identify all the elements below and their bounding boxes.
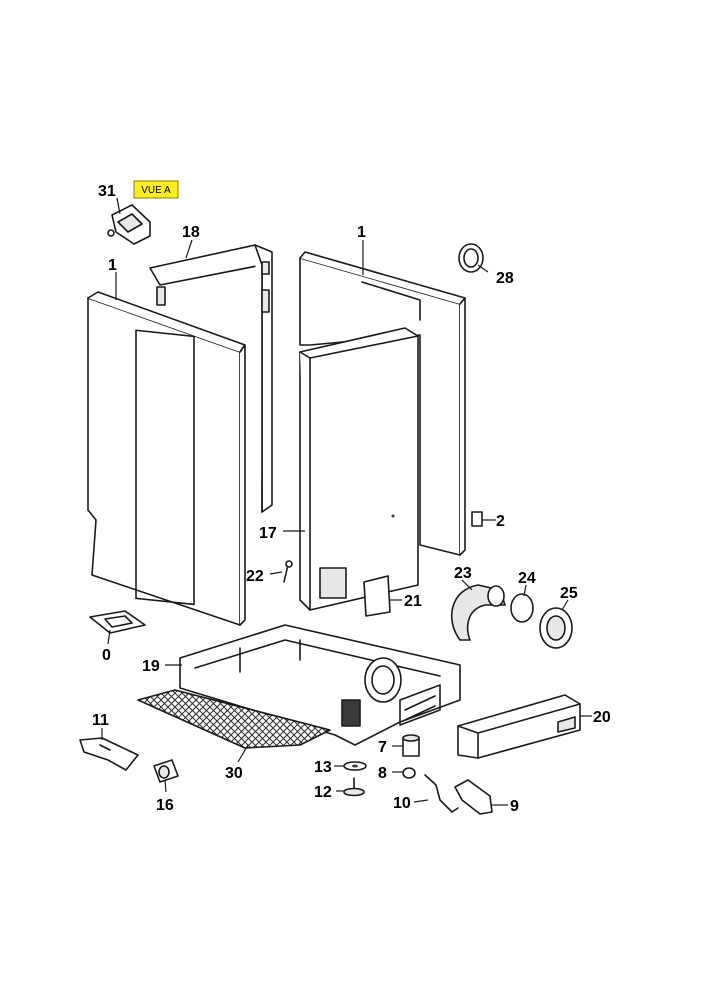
- callout-12: 12: [314, 784, 332, 801]
- callout-23: 23: [454, 565, 472, 582]
- view-a-label: VUE A: [141, 185, 171, 196]
- callout-25: 25: [560, 585, 578, 602]
- callout-16: 16: [156, 797, 174, 814]
- callout-31: 31: [98, 183, 116, 200]
- part-8-nut: [402, 767, 416, 779]
- part-28-ring: [458, 243, 484, 273]
- part-10-wire: [424, 774, 459, 813]
- part-11-bracket: [79, 737, 139, 771]
- part-0-plate: [89, 610, 146, 634]
- part-19-base-frame: [179, 624, 461, 746]
- callout-9: 9: [510, 798, 519, 815]
- part-16-foot: [153, 759, 179, 783]
- part-30-grid-mat: [137, 689, 331, 749]
- part-17-front-panel: [299, 327, 419, 611]
- part-21-flap: [363, 575, 391, 617]
- part-13-washer: [343, 761, 367, 771]
- callout-22: 22: [246, 568, 264, 585]
- part-12-leveling-foot: [343, 777, 365, 797]
- part-2-clip: [471, 511, 483, 527]
- leader-lines: [101, 197, 592, 806]
- callout-24: 24: [518, 570, 536, 587]
- callout-1-left: 1: [108, 257, 117, 274]
- callout-19: 19: [142, 658, 160, 675]
- callout-7: 7: [378, 739, 387, 756]
- part-18-back-panel: [149, 244, 273, 513]
- callout-2: 2: [496, 513, 505, 530]
- part-7-bushing: [402, 734, 420, 757]
- callout-10: 10: [393, 795, 411, 812]
- view-a-badge: VUE A: [133, 180, 179, 199]
- callout-13: 13: [314, 759, 332, 776]
- part-25-filter: [539, 607, 573, 649]
- callout-11: 11: [92, 712, 109, 729]
- callout-28: 28: [496, 270, 514, 287]
- part-24-ring: [510, 593, 534, 623]
- part-20-kickplate: [457, 694, 581, 759]
- part-1-right-side-panel: [299, 251, 466, 556]
- callout-21: 21: [404, 593, 422, 610]
- part-1-left-side-panel: [87, 291, 246, 626]
- callout-8: 8: [378, 765, 387, 782]
- callout-0: 0: [102, 647, 111, 664]
- part-23-hose: [450, 584, 506, 641]
- callout-1-right: 1: [357, 224, 366, 241]
- part-22-screw: [283, 560, 293, 583]
- part-9-handle: [454, 779, 493, 815]
- callout-18: 18: [182, 224, 200, 241]
- callout-20: 20: [593, 709, 611, 726]
- part-31-bracket: [107, 204, 151, 245]
- callout-17: 17: [259, 525, 277, 542]
- callout-30: 30: [225, 765, 243, 782]
